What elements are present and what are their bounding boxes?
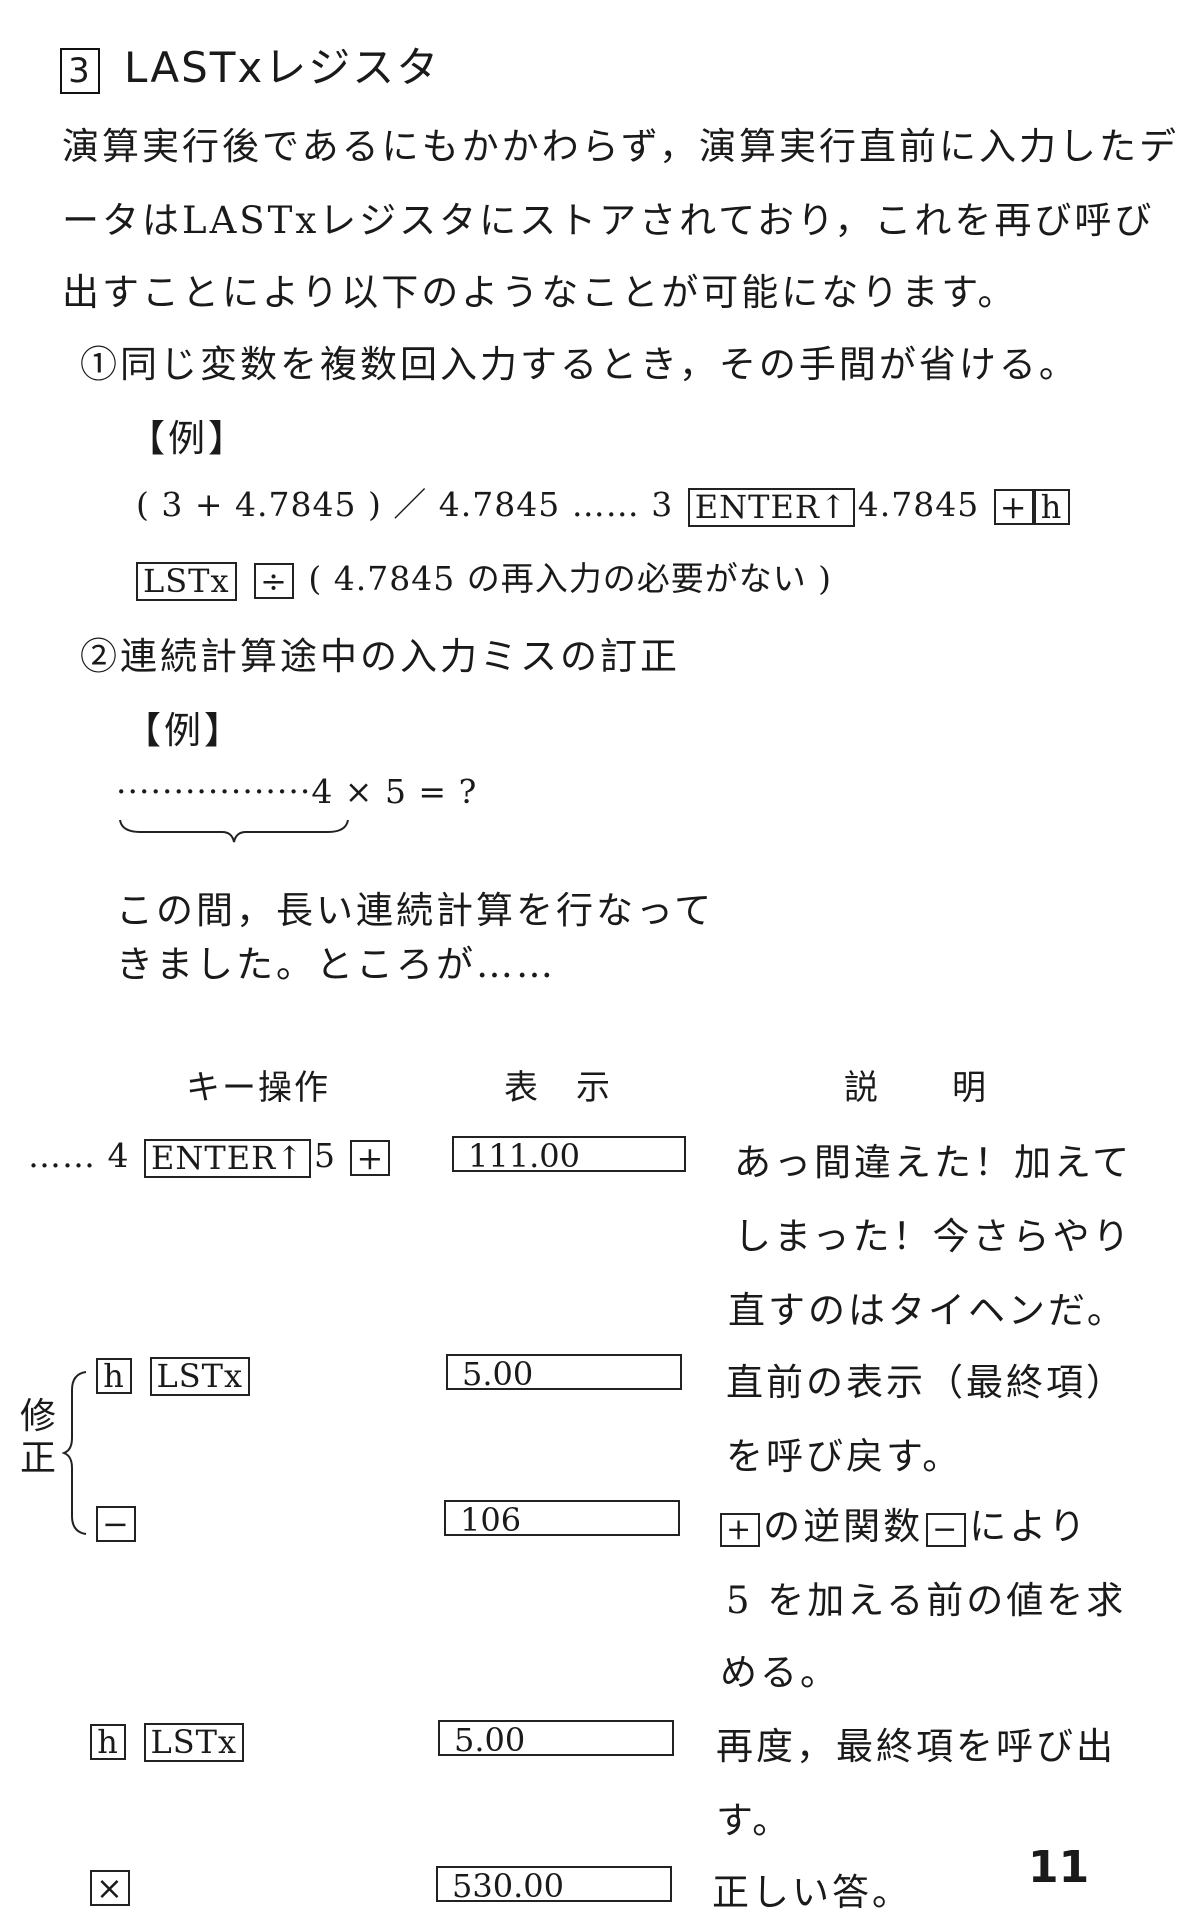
header-explanation: 説 明 bbox=[844, 1068, 988, 1108]
item2-formula: ·················4 × 5 = ? bbox=[116, 772, 478, 811]
minus-key: − bbox=[96, 1506, 136, 1542]
section-number: 3 bbox=[60, 48, 100, 94]
header-keys: キー操作 bbox=[186, 1068, 330, 1108]
item1-line2-suffix: ( 4.7845 の再入力の必要がない ) bbox=[308, 559, 833, 598]
item1-heading: ①同じ変数を複数回入力するとき，その手間が省ける。 bbox=[80, 343, 1079, 386]
divide-key: ÷ bbox=[254, 563, 294, 599]
row2-explanation-2: を呼び戻す。 bbox=[726, 1435, 963, 1478]
item2-heading: ②連続計算途中の入力ミスの訂正 bbox=[80, 635, 680, 678]
section-title: 3 LASTxレジスタ bbox=[60, 34, 440, 95]
item1-example-line-1: ( 3 + 4.7845 ) ／ 4.7845 …… 3 ENTER↑4.784… bbox=[136, 478, 1073, 527]
h-key: h bbox=[1033, 489, 1070, 525]
row4-explanation-1: 再度，最終項を呼び出 bbox=[716, 1725, 1116, 1768]
row4-display: 5.00 bbox=[438, 1720, 674, 1758]
section-title-text: LASTxレジスタ bbox=[124, 43, 441, 92]
row3-explanation-2: 5 を加える前の値を求 bbox=[726, 1579, 1127, 1622]
enter-key: ENTER↑ bbox=[687, 487, 855, 527]
multiply-key: × bbox=[90, 1870, 130, 1906]
row1-explanation-3: 直すのはタイヘンだ。 bbox=[728, 1289, 1127, 1332]
h-key: h bbox=[96, 1358, 132, 1394]
row2-keys: h LSTx bbox=[96, 1354, 253, 1396]
intro-line-2: ータはLASTxレジスタにストアされており，これを再び呼び bbox=[62, 199, 1155, 242]
intro-line-3: 出すことにより以下のようなことが可能になります。 bbox=[62, 271, 1018, 314]
row5-display: 530.00 bbox=[436, 1866, 672, 1904]
row1-display: 111.00 bbox=[452, 1136, 686, 1174]
row1-explanation-1: あっ間違えた！加えて bbox=[734, 1141, 1133, 1184]
intro-line-1: 演算実行後であるにもかかわらず，演算実行直前に入力したデ bbox=[62, 125, 1180, 168]
row3-explanation-3: める。 bbox=[720, 1651, 840, 1694]
enter-key: ENTER↑ bbox=[144, 1138, 311, 1178]
item2-note-line-2: きました。ところが…… bbox=[116, 943, 556, 986]
page-number: 11 bbox=[1028, 1842, 1090, 1893]
underbrace bbox=[119, 819, 349, 843]
item1-line1-mid: 4.7845 bbox=[857, 485, 980, 524]
plus-key: + bbox=[720, 1512, 761, 1547]
row3-explanation-1: +の逆関数−により bbox=[720, 1496, 1089, 1550]
h-key: h bbox=[90, 1724, 126, 1760]
row4-explanation-2: す。 bbox=[716, 1799, 793, 1842]
row2-explanation-1: 直前の表示（最終項） bbox=[726, 1361, 1126, 1404]
plus-key: + bbox=[993, 489, 1034, 525]
item2-example-label: 【例】 bbox=[124, 709, 244, 752]
plus-key: + bbox=[350, 1140, 391, 1176]
row4-keys: h LSTx bbox=[90, 1720, 247, 1762]
header-display: 表 示 bbox=[504, 1068, 612, 1108]
item1-example-label: 【例】 bbox=[128, 417, 248, 460]
row1-keys: …… 4 ENTER↑5 + bbox=[28, 1136, 393, 1178]
correction-brace bbox=[62, 1371, 87, 1535]
item1-example-line-2: LSTx ÷ ( 4.7845 の再入力の必要がない ) bbox=[136, 552, 832, 601]
correction-label: 修正 bbox=[20, 1396, 57, 1479]
minus-key: − bbox=[926, 1512, 967, 1547]
row3-keys: − bbox=[96, 1502, 139, 1542]
row1-keys-prefix: …… 4 bbox=[28, 1136, 130, 1175]
lstx-key: LSTx bbox=[143, 1722, 245, 1762]
item2-note-line-1: この間，長い連続計算を行なって bbox=[116, 889, 715, 932]
row3-display: 106 bbox=[444, 1500, 680, 1538]
lstx-key: LSTx bbox=[149, 1356, 251, 1396]
row1-explanation-2: しまった！今さらやり bbox=[734, 1215, 1133, 1258]
row5-explanation-1: 正しい答。 bbox=[712, 1871, 912, 1914]
row5-keys: × bbox=[90, 1866, 133, 1906]
lstx-key: LSTx bbox=[136, 561, 237, 601]
row2-display: 5.00 bbox=[446, 1354, 682, 1392]
item1-line1-prefix: ( 3 + 4.7845 ) ／ 4.7845 …… 3 bbox=[136, 485, 674, 524]
row1-keys-mid: 5 bbox=[313, 1136, 336, 1175]
